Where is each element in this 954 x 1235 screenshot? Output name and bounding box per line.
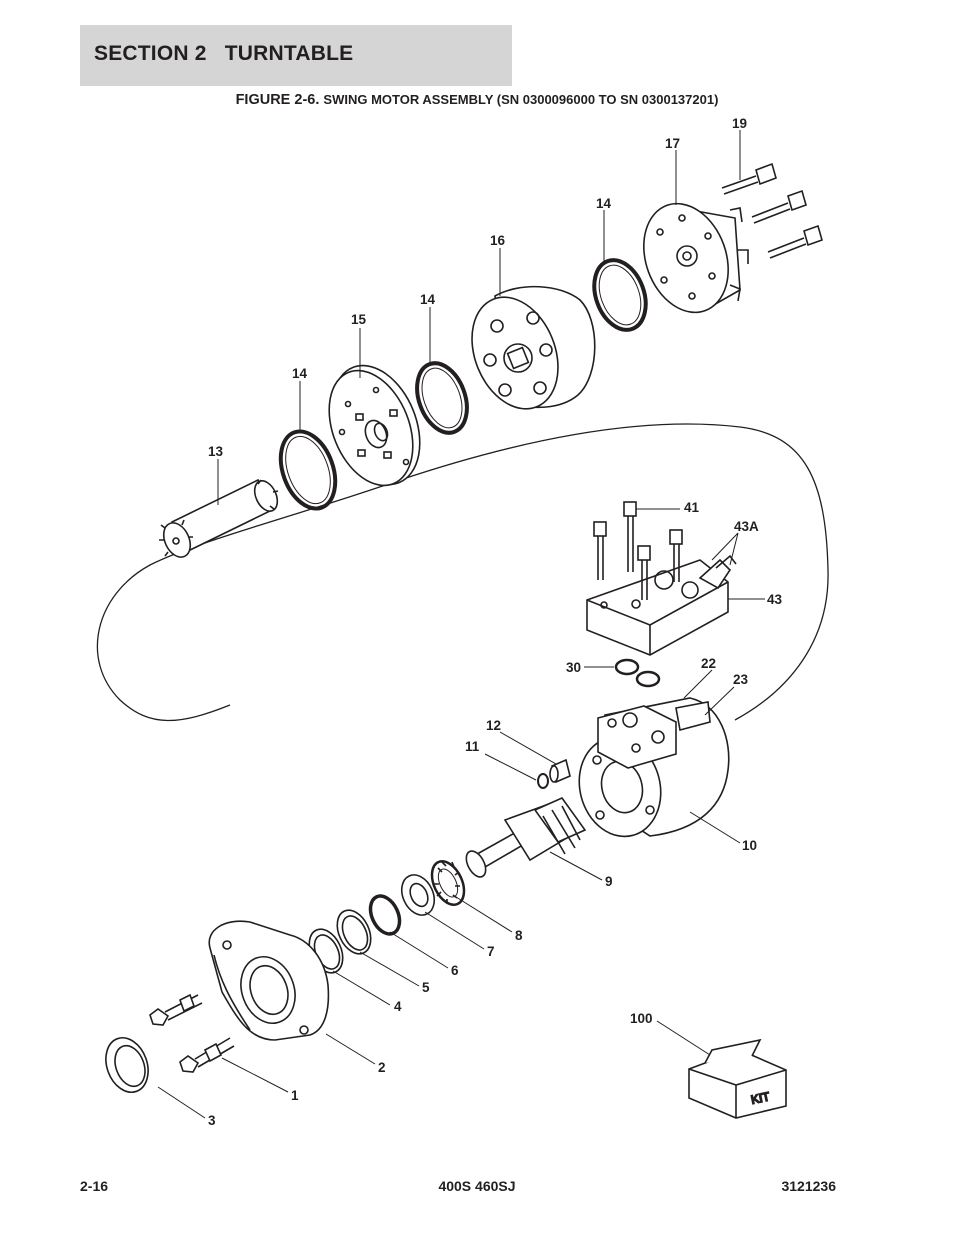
bolt-part: [767, 224, 823, 259]
kit-box-part: [688, 1038, 787, 1119]
callout-labels: 19 17 14 16 14 15 14 13 41 43A 43 30 22 …: [208, 116, 783, 1128]
callout-13: 13: [208, 444, 224, 459]
output-shaft-part: [465, 797, 587, 878]
seal-ring-part: [592, 258, 648, 332]
callout-4: 4: [394, 999, 402, 1014]
socket-bolt-part: [623, 501, 637, 572]
dust-seal-part: [105, 1037, 149, 1093]
callout-100: 100: [630, 1011, 653, 1026]
valve-block-part: [586, 554, 737, 656]
callout-11: 11: [465, 739, 480, 754]
plug-part: [549, 758, 571, 784]
callout-14: 14: [292, 366, 308, 381]
callout-43: 43: [767, 592, 783, 607]
socket-bolt-part: [637, 545, 651, 600]
callout-14: 14: [420, 292, 436, 307]
wear-plate-part: [328, 364, 421, 487]
callout-19: 19: [732, 116, 747, 131]
mounting-flange-part: [208, 920, 330, 1041]
callout-8: 8: [515, 928, 523, 943]
seal-ring-part: [368, 894, 402, 936]
motor-housing-part: [578, 697, 730, 838]
leader-lines: [157, 130, 765, 1119]
figure-title: FIGURE 2-6. SWING MOTOR ASSEMBLY (SN 030…: [0, 92, 954, 108]
seal-ring-part: [415, 361, 469, 435]
bolt-part: [751, 189, 807, 224]
callout-5: 5: [422, 980, 430, 995]
callout-3: 3: [208, 1113, 216, 1128]
figure-number: FIGURE 2-6.: [235, 92, 320, 108]
callout-10: 10: [742, 838, 757, 853]
callout-41: 41: [684, 500, 700, 515]
end-cap-part: [643, 202, 749, 314]
callout-16: 16: [490, 233, 506, 248]
seal-part: [336, 909, 372, 955]
gerotor-part: [471, 285, 596, 410]
callout-30: 30: [566, 660, 581, 675]
bolt-part: [179, 1037, 235, 1073]
callout-43a: 43A: [734, 519, 759, 534]
callout-6: 6: [451, 963, 459, 978]
figure-caption: SWING MOTOR ASSEMBLY (SN 0300096000 TO S…: [323, 92, 719, 107]
bolt-part: [149, 993, 203, 1026]
small-o-ring-part: [614, 658, 640, 676]
bolt-part: [721, 162, 777, 195]
callout-23: 23: [733, 672, 749, 687]
small-o-ring-part: [635, 670, 661, 688]
socket-bolt-part: [669, 529, 683, 582]
socket-bolt-part: [593, 521, 607, 580]
callout-9: 9: [605, 874, 613, 889]
assembly-loop: [96, 423, 829, 722]
page-number: 2-16: [80, 1178, 109, 1194]
small-o-ring-part: [537, 773, 549, 789]
section-banner: SECTION 2 TURNTABLE: [80, 25, 512, 86]
seal-ring-part: [278, 429, 338, 511]
model-label: 400S 460SJ: [438, 1178, 516, 1194]
callout-15: 15: [351, 312, 367, 327]
callout-12: 12: [486, 718, 501, 733]
manual-number: 3121236: [781, 1178, 836, 1194]
needle-bearing-part: [430, 860, 466, 906]
callout-1: 1: [291, 1088, 299, 1103]
callout-17: 17: [665, 136, 680, 151]
callout-14: 14: [596, 196, 612, 211]
kit-box-label: KIT: [750, 1089, 772, 1107]
callout-7: 7: [487, 944, 495, 959]
thrust-washer-part: [400, 874, 436, 916]
callout-22: 22: [701, 656, 716, 671]
drive-shaft-part: [159, 478, 279, 558]
callout-2: 2: [378, 1060, 386, 1075]
section-title: SECTION 2 TURNTABLE: [94, 42, 354, 65]
